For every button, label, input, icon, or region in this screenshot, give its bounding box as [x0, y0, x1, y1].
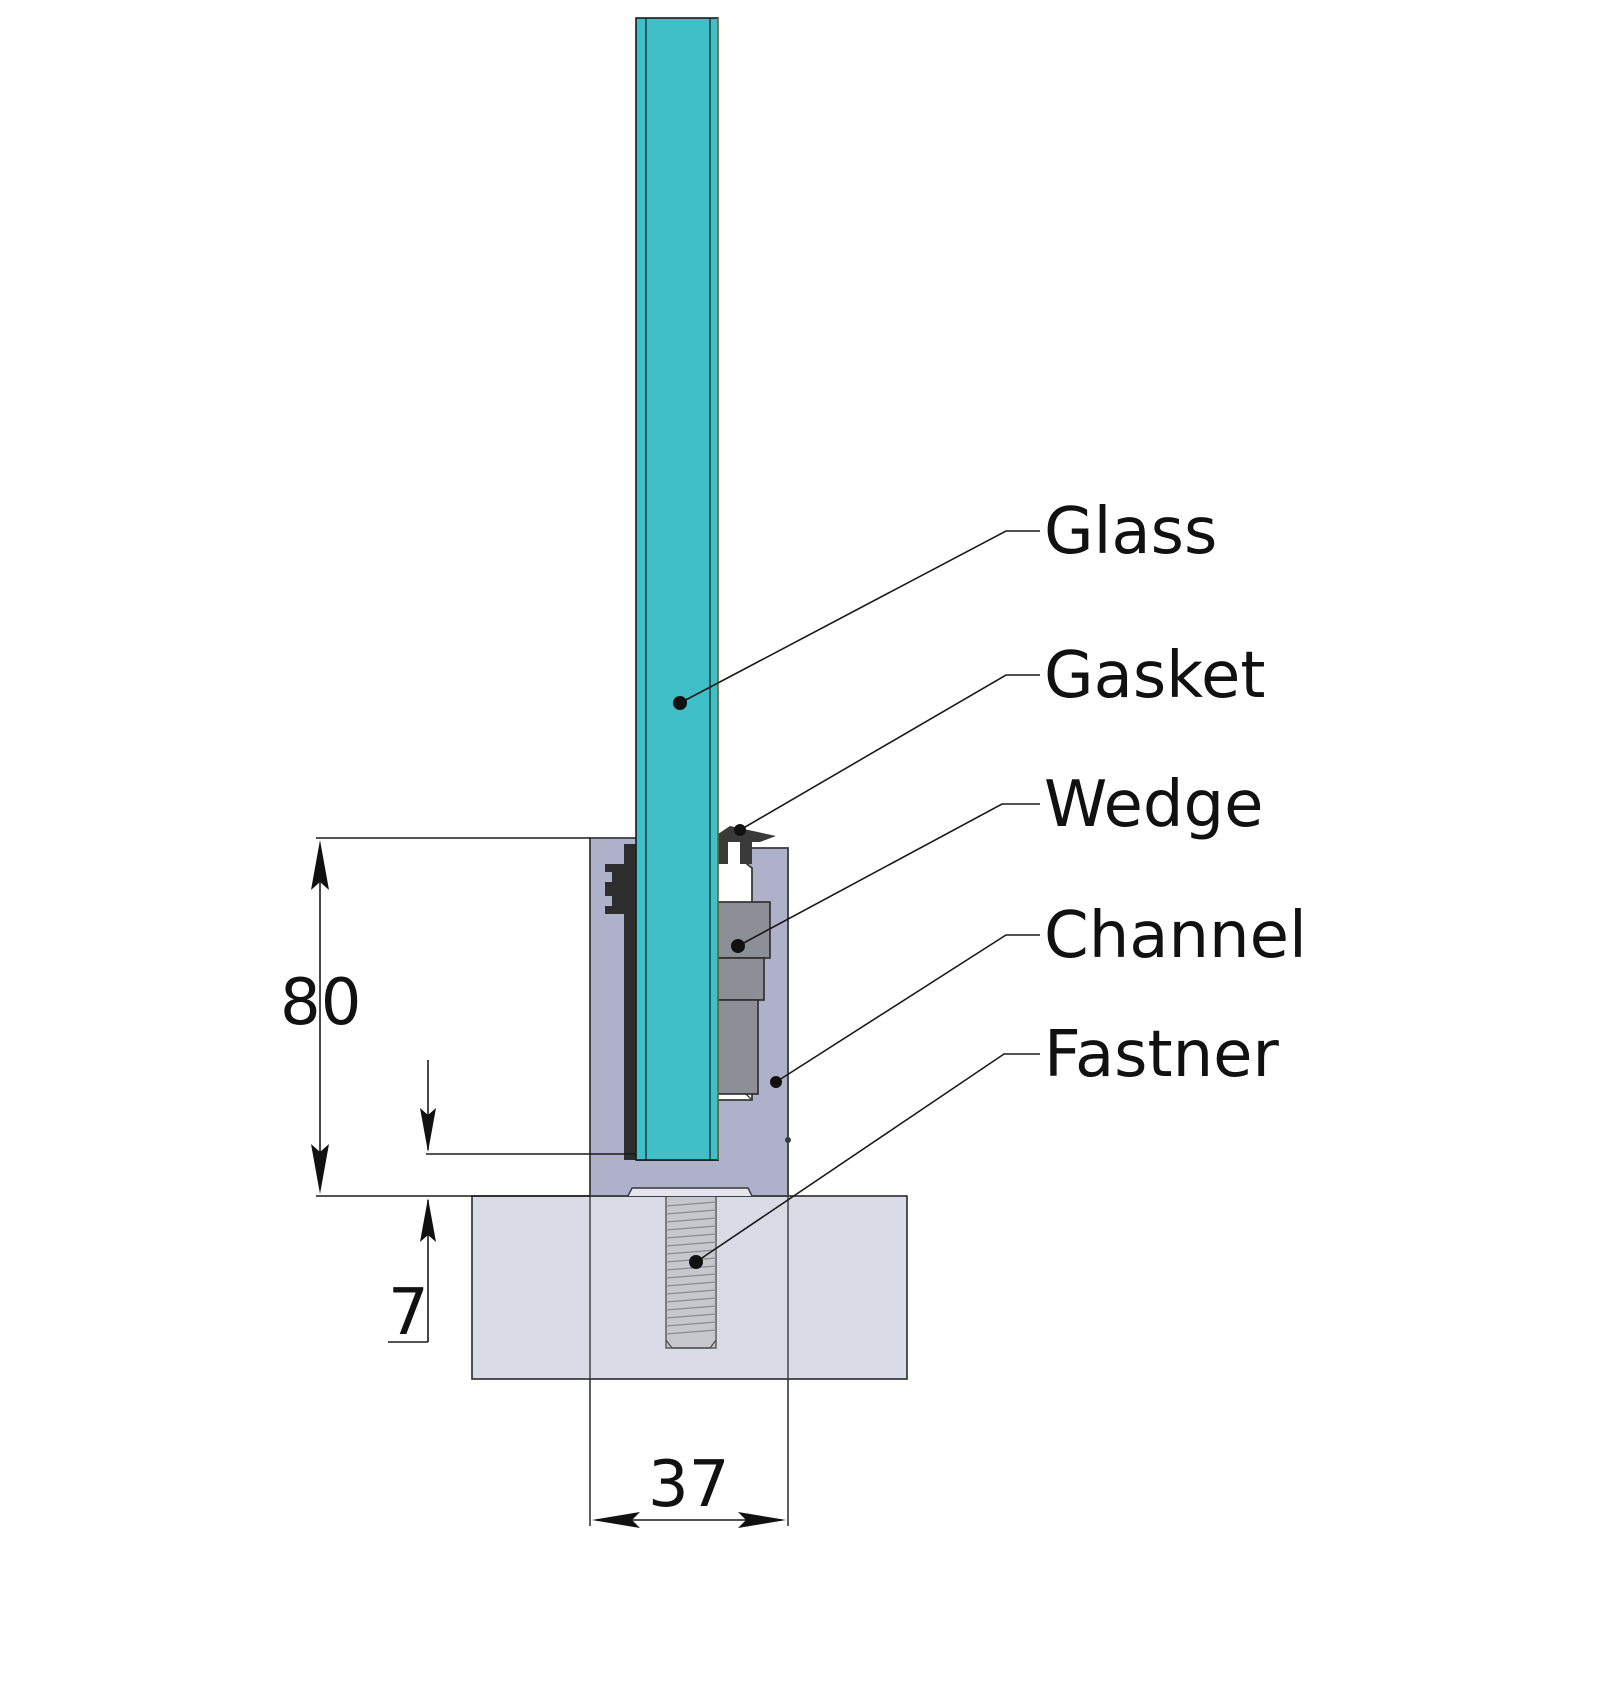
- fastner-leader: [695, 1053, 1040, 1263]
- fastener-tip: [665, 1339, 717, 1349]
- glass-body: [635, 17, 719, 1161]
- wedge-leader-dot: [731, 939, 745, 953]
- channel-base-slot: [627, 1187, 753, 1197]
- dim-80-value: 80: [280, 966, 361, 1040]
- leaders: [673, 530, 1040, 1269]
- dim-80-arrow-top: [311, 840, 329, 890]
- dim-37-value: 37: [648, 1448, 729, 1522]
- channel-clip: [605, 864, 624, 914]
- dimension-channel-height: 80: [280, 837, 590, 1197]
- label-fastner: Fastner: [1044, 1018, 1280, 1092]
- dim-7-arrow-down: [420, 1108, 436, 1152]
- label-gasket: Gasket: [1044, 639, 1265, 713]
- gasket-lip: [718, 826, 776, 842]
- fastner-leader-dot: [689, 1255, 703, 1269]
- gasket-leader: [739, 674, 1040, 831]
- glass-leader-dot: [673, 696, 687, 710]
- glass-panel: [635, 17, 719, 1161]
- channel-leader: [775, 934, 1040, 1083]
- channel-drain: [785, 1137, 791, 1143]
- glass-leader: [679, 530, 1040, 704]
- gasket-leader-dot: [734, 824, 746, 836]
- label-glass: Glass: [1044, 495, 1217, 569]
- dimension-base-gap: 7: [388, 1060, 636, 1350]
- wedge-block-3: [717, 999, 759, 1095]
- gasket: [718, 826, 776, 864]
- label-channel: Channel: [1044, 899, 1307, 973]
- dim-80-arrow-bottom: [311, 1144, 329, 1194]
- channel-leader-dot: [770, 1076, 782, 1088]
- gasket-body: [718, 834, 760, 864]
- fastener: [665, 1195, 717, 1349]
- dim-37-arrow-left: [592, 1512, 640, 1528]
- labels: Glass Gasket Wedge Channel Fastner: [1044, 495, 1307, 1092]
- wedge-block-2: [717, 957, 765, 1001]
- dim-7-value: 7: [388, 1276, 429, 1350]
- dimension-channel-width: 37: [589, 1379, 789, 1528]
- channel-left-liner: [624, 844, 636, 1160]
- label-wedge: Wedge: [1044, 768, 1264, 842]
- fastener-threads: [665, 1201, 717, 1335]
- wedge: [717, 901, 771, 1095]
- wedge-leader: [737, 803, 1040, 947]
- dim-37-arrow-right: [738, 1512, 786, 1528]
- dim-7-arrow-up: [420, 1198, 436, 1242]
